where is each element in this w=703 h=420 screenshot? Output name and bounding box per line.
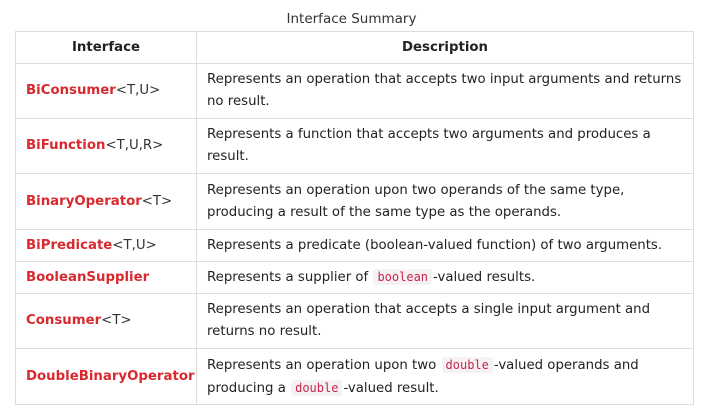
interface-link-doublebinaryoperator[interactable]: DoubleBinaryOperator [26,368,195,384]
description-cell: Represents an operation upon two operand… [196,173,694,230]
table-row: BooleanSupplier Represents a supplier of… [15,261,694,294]
interface-cell: BiFunction<T,U,R> [15,118,197,174]
interface-cell: BiConsumer<T,U> [15,63,197,119]
interface-link-consumer[interactable]: Consumer<T> [26,313,132,328]
interface-link-bifunction[interactable]: BiFunction<T,U,R> [26,138,164,153]
table-header-row: Interface Description [15,31,694,64]
table-row: DoubleBinaryOperator Represents an opera… [15,348,694,405]
inline-code: double [291,379,343,396]
inline-code: double [441,356,493,373]
interface-cell: BiPredicate<T,U> [15,229,197,262]
description-cell: Represents an operation that accepts a s… [196,293,694,349]
interface-cell: BinaryOperator<T> [15,173,197,230]
interface-summary-table: Interface Description BiConsumer<T,U> Re… [15,31,694,405]
interface-link-booleansupplier[interactable]: BooleanSupplier [26,269,150,285]
header-interface: Interface [15,31,197,64]
inline-code: boolean [373,269,433,285]
description-cell: Represents a function that accepts two a… [196,118,694,174]
interface-link-biconsumer[interactable]: BiConsumer<T,U> [26,83,161,98]
interface-link-bipredicate[interactable]: BiPredicate<T,U> [26,237,157,253]
interface-cell: BooleanSupplier [15,261,197,294]
interface-cell: DoubleBinaryOperator [15,348,197,405]
table-row: Consumer<T> Represents an operation that… [15,293,694,349]
table-row: BiPredicate<T,U> Represents a predicate … [15,229,694,262]
description-cell: Represents an operation upon two double-… [196,348,694,405]
description-cell: Represents a predicate (boolean-valued f… [196,229,694,262]
interface-cell: Consumer<T> [15,293,197,349]
description-cell: Represents a supplier of boolean-valued … [196,261,694,294]
table-row: BiFunction<T,U,R> Represents a function … [15,118,694,174]
description-cell: Represents an operation that accepts two… [196,63,694,119]
table-row: BiConsumer<T,U> Represents an operation … [15,63,694,119]
table-caption: Interface Summary [286,11,417,27]
table-row: BinaryOperator<T> Represents an operatio… [15,173,694,230]
header-description: Description [196,31,694,64]
interface-link-binaryoperator[interactable]: BinaryOperator<T> [26,193,173,209]
